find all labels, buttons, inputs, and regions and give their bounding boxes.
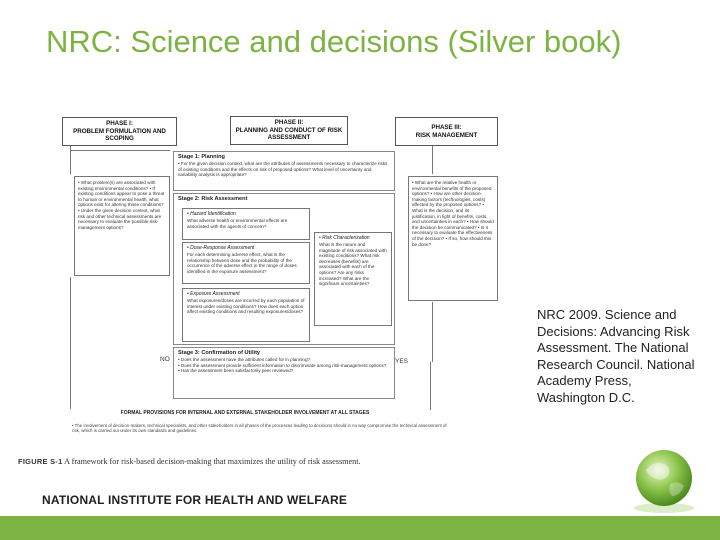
stage-2-title: Stage 2: Risk Assessment [178,196,248,202]
phase-1-sub: PROBLEM FORMULATION AND SCOPING [73,127,166,143]
connector-line [70,150,170,151]
citation-text: NRC 2009. Science and Decisions: Advanci… [537,307,695,405]
stage-1-text: • For the given decision context, what a… [178,161,388,178]
stage-1-box: Stage 1: Planning • For the given decisi… [173,151,395,191]
phase-1-header: PHASE I: PROBLEM FORMULATION AND SCOPING [62,117,177,146]
hazard-identification-box: • Hazard Identification What adverse hea… [182,208,310,240]
stage-3-title: Stage 3: Confirmation of Utility [178,350,261,356]
risk-title: • Risk Characterization [319,235,370,241]
risk-characterization-box: • Risk Characterization What is the natu… [314,232,392,326]
dose-title: • Dose-Response Assessment [187,245,255,251]
dose-response-box: • Dose-Response Assessment For each dete… [182,242,310,284]
slide-title: NRC: Science and decisions (Silver book) [46,24,622,59]
phase-1-label: PHASE I: [106,120,133,127]
figure-caption: FIGURE S-1 A framework for risk-based de… [18,457,361,466]
exposure-assessment-box: • Exposure Assessment What exposures/dos… [182,288,310,342]
risk-management-box: • What are the relative health or enviro… [408,176,498,301]
hazard-text: What adverse health or environmental eff… [187,218,288,229]
hazard-title: • Hazard Identification [187,211,236,217]
globe-logo-icon [634,450,694,513]
phase-3-sub: RISK MANAGEMENT [415,131,478,139]
phase-2-header: PHASE II: PLANNING AND CONDUCT OF RISK A… [230,116,348,145]
framework-figure: PHASE I: PROBLEM FORMULATION AND SCOPING… [60,112,507,447]
risk-text: What is the nature and magnitude of risk… [319,242,387,287]
figure-footnote: • The involvement of decision-makers, te… [72,423,447,434]
phase-2-sub: PLANNING AND CONDUCT OF RISK ASSESSMENT [235,126,343,142]
footer-bar [0,516,720,540]
figure-caption-text: A framework for risk-based decision-maki… [62,457,361,466]
connector-line [430,362,431,410]
exposure-title: • Exposure Assessment [187,291,240,297]
exposure-text: What exposures/doses are incurred by eac… [187,298,305,315]
stage-3-text-1: • Does the assessment have the attribute… [178,357,311,362]
stage-3-text-2: • Does the assessment provide sufficient… [178,362,387,368]
stakeholder-involvement-text: FORMAL PROVISIONS FOR INTERNAL AND EXTER… [120,410,370,416]
phase-3-label: PHASE III: [431,124,462,131]
stage-3-box: Stage 3: Confirmation of Utility • Does … [173,347,395,399]
stage-2-box: Stage 2: Risk Assessment • Hazard Identi… [173,193,395,345]
dose-text: For each determining adverse effect, wha… [187,252,297,274]
no-label: NO [160,356,170,363]
connector-line [432,302,433,362]
connector-line [432,146,433,174]
connector-line [70,146,71,174]
yes-label: YES [395,358,409,365]
stage-3-text-3: • Has the assessment been satisfactorily… [178,368,294,374]
phase-3-header: PHASE III: RISK MANAGEMENT [395,117,498,146]
phase-2-label: PHASE II: [274,119,304,126]
connector-line [70,277,71,409]
figure-caption-label: FIGURE S-1 [18,457,63,466]
stage-1-title: Stage 1: Planning [178,154,225,160]
institute-name: NATIONAL INSTITUTE FOR HEALTH AND WELFAR… [42,493,348,507]
problem-formulation-box: • What problem(s) are associated with ex… [74,176,170,276]
